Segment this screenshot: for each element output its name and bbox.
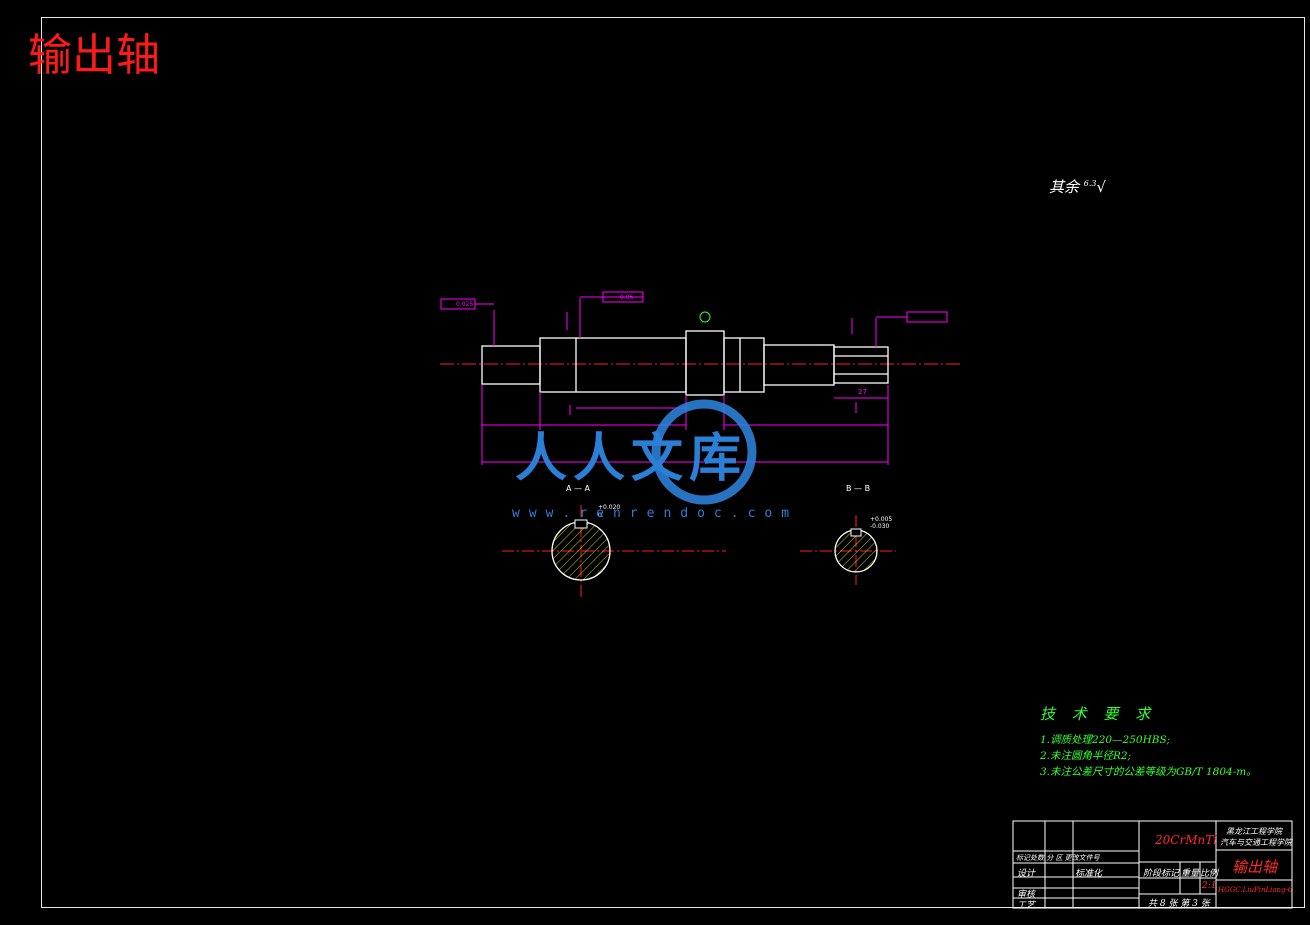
dim-label-27: 27 <box>858 388 867 396</box>
title-block-school-2: 汽车与交通工程学院 <box>1220 838 1292 847</box>
roughness-label: 其余 <box>1049 178 1080 196</box>
tech-requirements: 技 术 要 求 1.调质处理220—250HBS; 2.未注圆角半径R2; 3.… <box>1040 703 1257 780</box>
section-label-a: A — A <box>566 484 591 493</box>
dim-label-small-2: 0.06 <box>620 294 634 301</box>
section-label-b: B — B <box>846 484 870 493</box>
section-a-tol-upper: +0.020 <box>598 504 620 511</box>
drawing-frame <box>41 17 1305 908</box>
title-block <box>1012 820 1293 909</box>
tech-item-2: 2.未注圆角半径R2; <box>1040 750 1132 762</box>
title-block-weight: 重量 <box>1181 869 1200 879</box>
title-block-scale-value: 2:1 <box>1202 881 1217 891</box>
roughness-check-icon: √ <box>1096 178 1107 196</box>
section-a-keyway <box>574 519 588 529</box>
watermark-logo-icon <box>651 399 757 505</box>
dimension-lines <box>440 291 948 465</box>
roughness-value: 6.3 <box>1083 179 1097 188</box>
title-block-school-1: 黑龙江工程学院 <box>1226 827 1282 836</box>
title-block-sheet: 共 8 张 第 3 张 <box>1148 899 1210 909</box>
section-a-tol-lower: 0 <box>598 512 602 519</box>
tech-item-1: 1.调质处理220—250HBS; <box>1040 734 1171 746</box>
title-block-review: 审核 <box>1017 890 1036 900</box>
watermark-url: www.renrendoc.com <box>512 506 799 521</box>
watermark-brand: 人人文库 <box>515 428 747 489</box>
tech-heading: 技 术 要 求 <box>1040 705 1157 723</box>
title-block-part-name: 输出轴 <box>1232 858 1278 876</box>
section-b-tol-lower: -0.030 <box>870 523 890 530</box>
title-block-mark-row: 标记处数 分 区 更改文件号 <box>1016 854 1100 862</box>
title-block-design: 设计 <box>1017 869 1036 879</box>
title-block-scale: 比例 <box>1200 869 1219 879</box>
drawing-title: 输出轴 <box>28 30 160 81</box>
title-block-material: 20CrMnTi <box>1155 833 1218 847</box>
shaft-outline <box>481 330 889 396</box>
tech-item-3: 3.未注公差尺寸的公差等级为GB/T 1804-m。 <box>1040 766 1257 778</box>
title-block-drawing-no: HGGC.LiuPinLiang-6 <box>1218 886 1293 894</box>
title-block-process: 工艺 <box>1017 901 1036 911</box>
section-b-keyway <box>850 528 862 537</box>
title-block-std: 标准化 <box>1075 869 1103 879</box>
dim-label-small-1: 0.025 <box>456 301 473 308</box>
section-b-tol-upper: +0.005 <box>870 516 892 523</box>
roughness-note: 其余 6.3√ <box>1049 176 1106 197</box>
datum-symbol <box>699 311 711 323</box>
title-block-stage: 阶段标记 <box>1143 869 1180 879</box>
section-a-outline <box>551 521 611 581</box>
